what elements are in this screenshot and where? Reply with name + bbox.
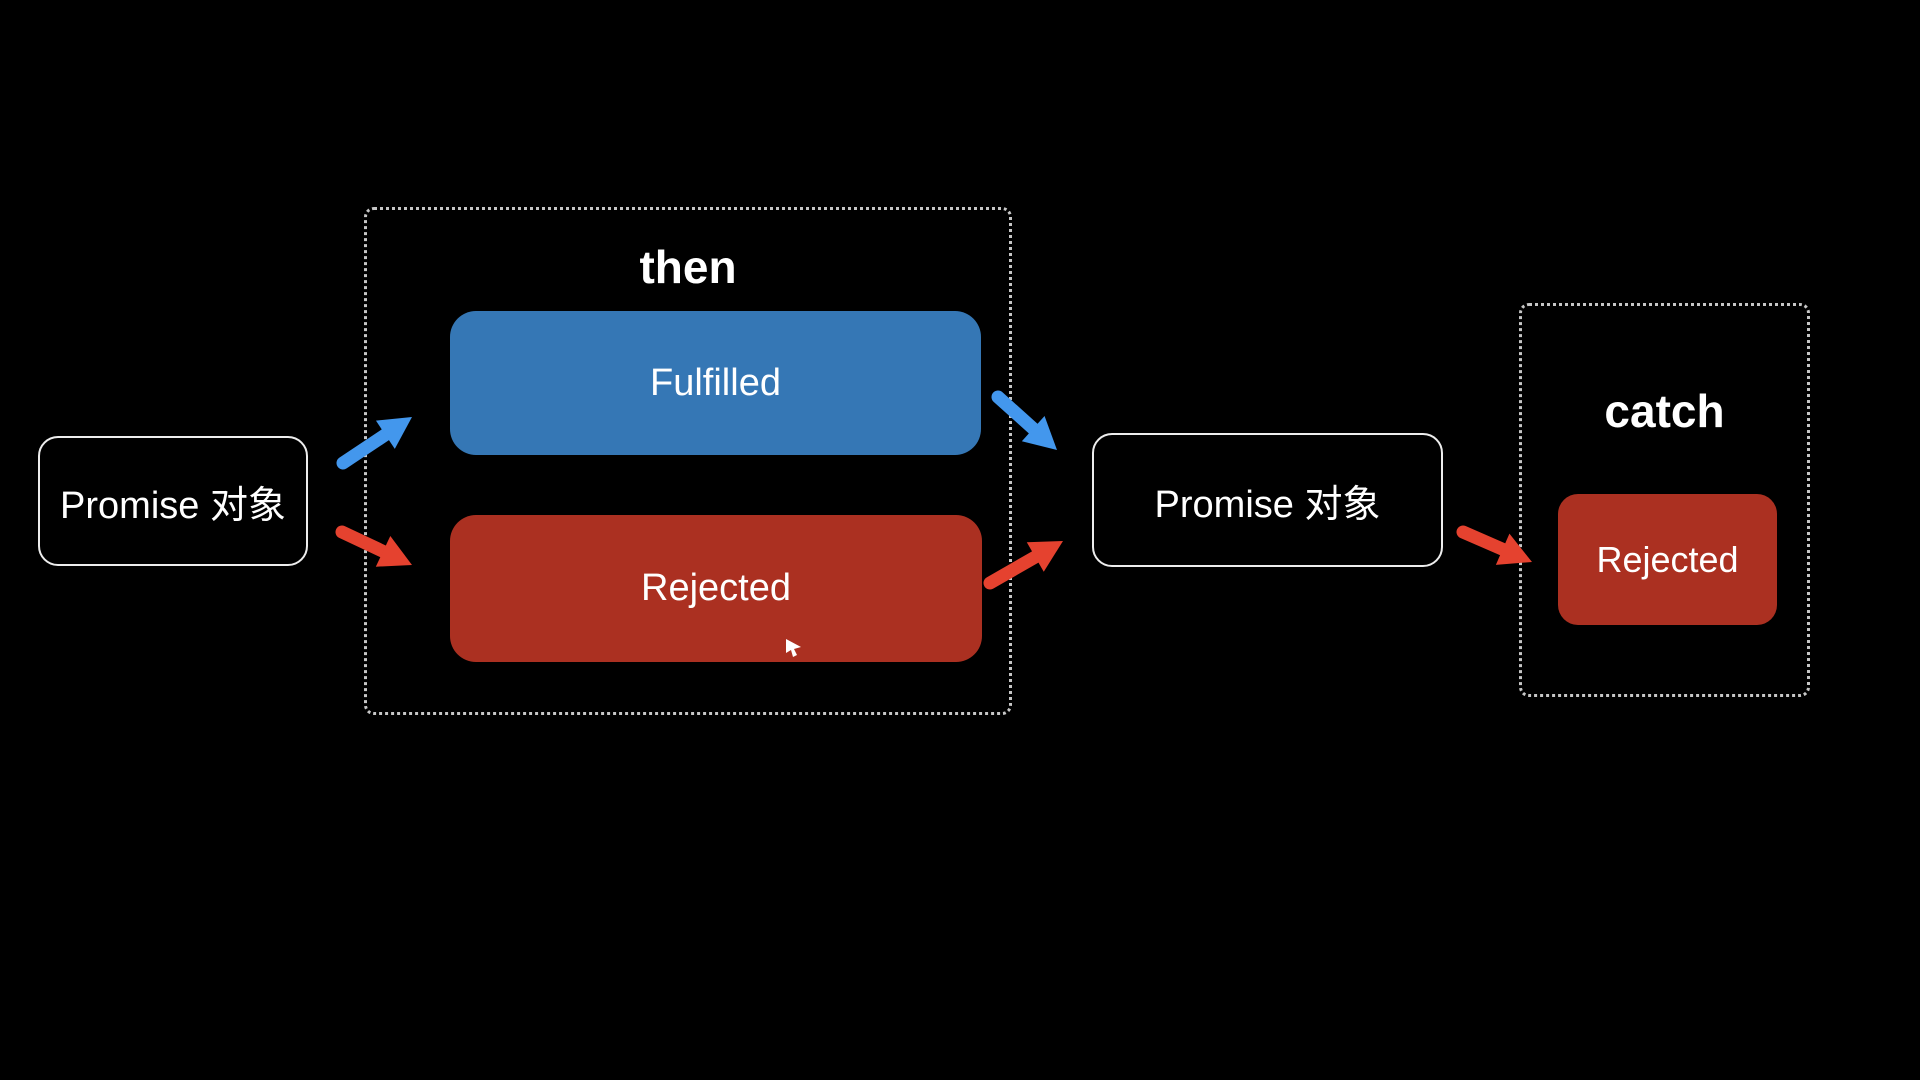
promise-result-label: Promise 对象	[1154, 483, 1381, 526]
fulfilled-state-box: Fulfilled	[450, 311, 981, 455]
promise-source-box: Promise 对象	[38, 436, 308, 566]
catch-rejected-label: Rejected	[1596, 538, 1739, 580]
catch-rejected-state-box: Rejected	[1558, 494, 1777, 625]
catch-group-box: catch	[1519, 303, 1810, 697]
catch-group-title: catch	[1604, 385, 1725, 437]
rejected-label: Rejected	[641, 567, 791, 609]
promise-result-box: Promise 对象	[1092, 433, 1443, 567]
fulfilled-label: Fulfilled	[650, 361, 781, 404]
then-group-title: then	[639, 241, 737, 293]
rejected-state-box: Rejected	[450, 515, 982, 662]
promise-source-label: Promise 对象	[60, 484, 286, 527]
